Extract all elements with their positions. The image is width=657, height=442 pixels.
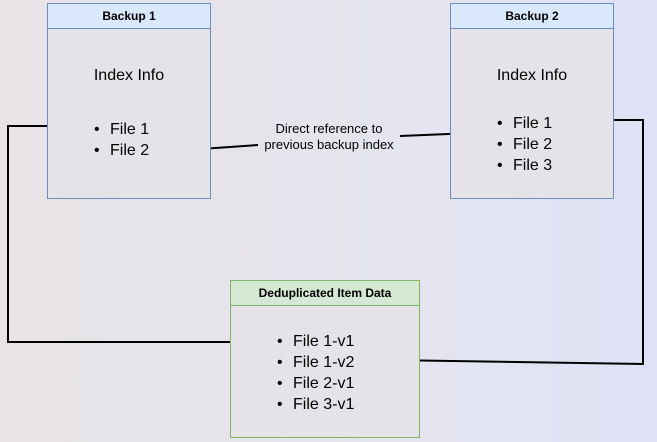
backup2-item-list: File 1 File 2 File 3 [497,113,552,176]
backup2-header: Backup 2 [451,4,613,29]
backup1-item-list: File 1 File 2 [94,119,149,161]
dedup-header: Deduplicated Item Data [231,281,419,306]
backup1-header: Backup 1 [48,4,210,29]
backup1-node[interactable]: Backup 1 Index Info File 1 File 2 [47,3,211,199]
backup2-node[interactable]: Backup 2 Index Info File 1 File 2 File 3 [450,3,614,199]
list-item: File 1 [94,119,149,140]
list-item: File 3 [497,155,552,176]
list-item: File 1 [497,113,552,134]
dedup-body: File 1-v1 File 1-v2 File 2-v1 File 3-v1 [231,306,419,437]
list-item: File 2 [94,140,149,161]
backup2-body: Index Info File 1 File 2 File 3 [451,29,613,198]
direct-reference-label-line1: Direct reference to [275,121,383,136]
direct-reference-edge-label: Direct reference to previous backup inde… [258,121,400,153]
backup2-index-info-label: Index Info [496,67,568,84]
list-item: File 2-v1 [277,373,354,394]
list-item: File 2 [497,134,552,155]
backup1-index-info-label: Index Info [93,67,165,84]
list-item: File 1-v1 [277,331,354,352]
direct-reference-label-line2: previous backup index [264,137,394,152]
list-item: File 1-v2 [277,352,354,373]
backup1-body: Index Info File 1 File 2 [48,29,210,198]
list-item: File 3-v1 [277,394,354,415]
deduplicated-item-data-node[interactable]: Deduplicated Item Data File 1-v1 File 1-… [230,280,420,438]
dedup-item-list: File 1-v1 File 1-v2 File 2-v1 File 3-v1 [277,331,354,415]
